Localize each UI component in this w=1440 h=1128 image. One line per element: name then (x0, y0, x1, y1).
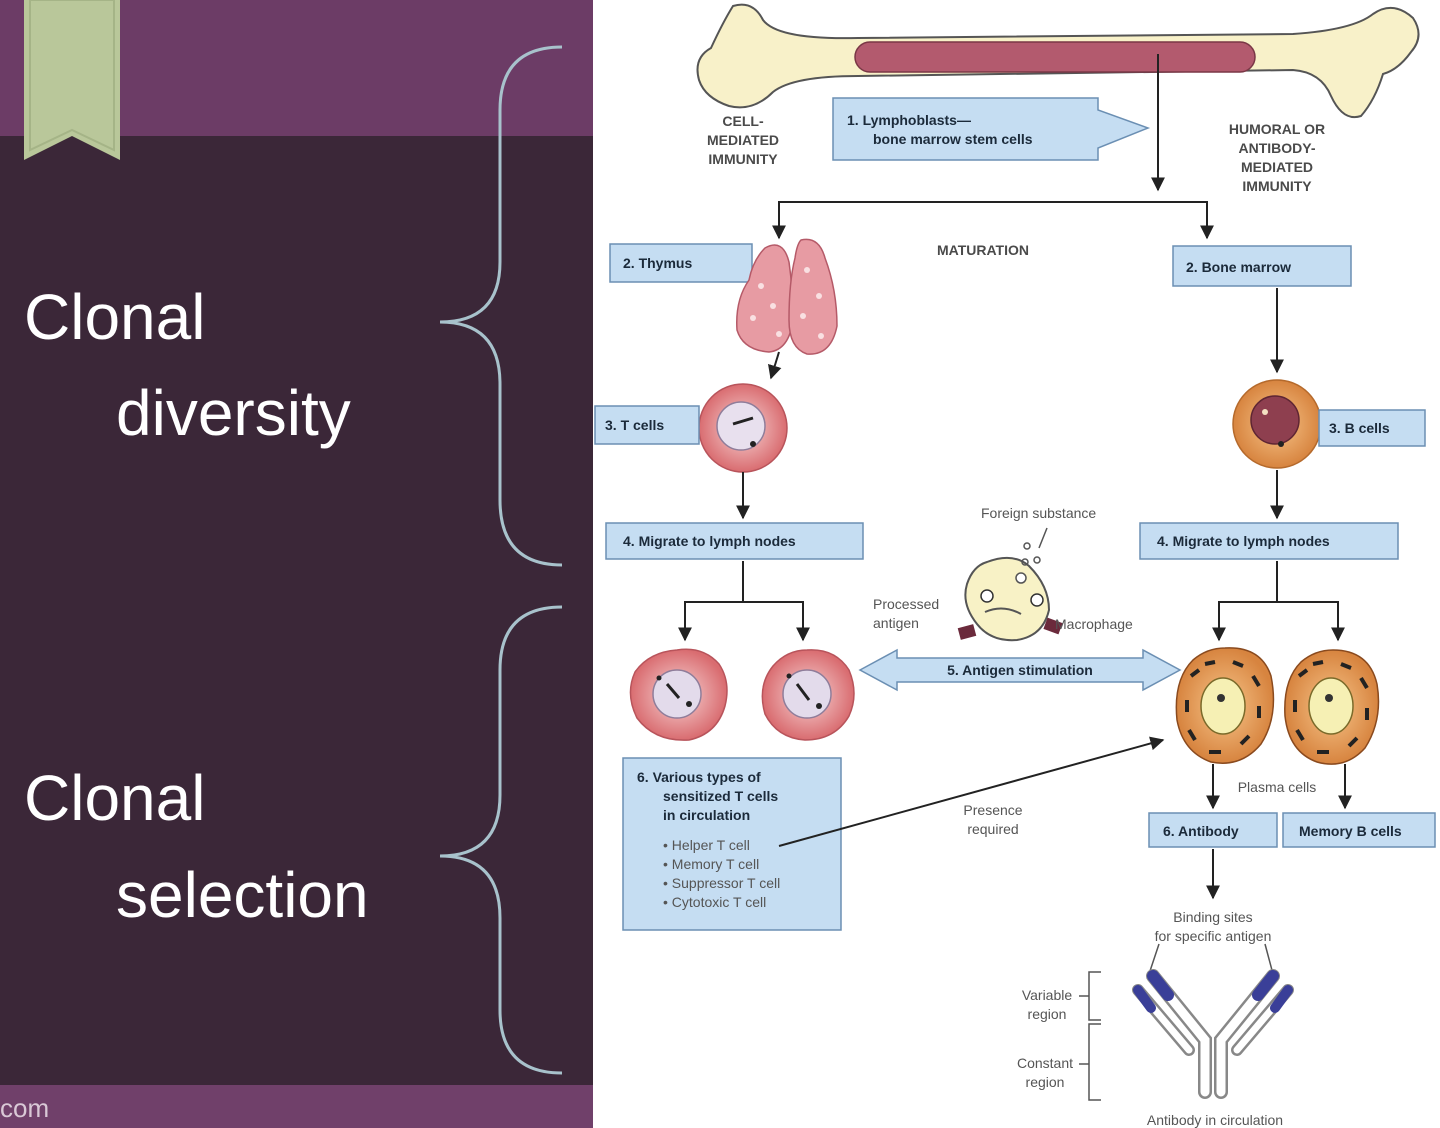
sensitized-t-cell-icon-2 (761, 649, 855, 741)
antigen-stimulation-arrow: 5. Antigen stimulation (858, 648, 1182, 692)
t-type-helper: • Helper T cell (663, 837, 750, 853)
humoral-immunity-label: HUMORAL OR ANTIBODY- MEDIATED IMMUNITY (1229, 121, 1325, 194)
antibody-molecule-icon (1132, 969, 1294, 1099)
bookmark-ribbon-icon (24, 0, 120, 160)
variable-region-line-2: region (1028, 1006, 1067, 1022)
variable-region-bracket (1088, 971, 1101, 1021)
t-type-memory: • Memory T cell (663, 856, 759, 872)
t-type-cytotoxic: • Cytotoxic T cell (663, 894, 766, 910)
humoral-line-2: ANTIBODY- (1239, 140, 1316, 156)
t-type-suppressor: • Suppressor T cell (663, 875, 780, 891)
binding-pointer-right (1264, 943, 1274, 975)
constant-region-line-2: region (1026, 1074, 1065, 1090)
antibody-in-circulation-label: Antibody in circulation (1147, 1112, 1283, 1128)
maturation-split-line (778, 201, 1208, 236)
left-split-line-a (684, 561, 744, 636)
slide-bottom-band (0, 1085, 593, 1128)
constant-region-bracket (1088, 1023, 1101, 1101)
presence-required-line-2: required (967, 821, 1018, 837)
processed-antigen-line-2: antigen (873, 615, 919, 631)
antigen-stimulation-label: 5. Antigen stimulation (947, 662, 1093, 678)
thymus-label: 2. Thymus (623, 255, 692, 271)
constant-region-line-1: Constant (1017, 1055, 1073, 1071)
foreign-substance-pointer (1038, 527, 1048, 549)
binding-pointer-left (1148, 943, 1160, 975)
migrate-left-label: 4. Migrate to lymph nodes (623, 533, 796, 549)
memory-b-cells-box: Memory B cells (1282, 812, 1436, 848)
t-types-title-2: sensitized T cells (663, 788, 778, 804)
binding-sites-line-1: Binding sites (1173, 909, 1252, 925)
humoral-line-1: HUMORAL OR (1229, 121, 1325, 137)
humoral-line-3: MEDIATED (1241, 159, 1313, 175)
cell-mediated-line-2: MEDIATED (707, 132, 779, 148)
clonal-selection-word-2: selection (116, 859, 369, 931)
lymphocyte-diagram: CELL- MEDIATED IMMUNITY HUMORAL OR ANTIB… (594, 3, 1436, 1128)
step-1-line-1: 1. Lymphoblasts— (847, 112, 971, 128)
slide-panel: Clonal diversity Clonal selection com (0, 0, 593, 1128)
t-cell-icon (698, 383, 788, 473)
t-cells-box: 3. T cells (594, 405, 700, 445)
processed-antigen-line-1: Processed (873, 596, 939, 612)
memory-b-cells-label: Memory B cells (1299, 823, 1402, 839)
t-types-title-1: 6. Various types of (637, 769, 761, 785)
cell-mediated-line-1: CELL- (722, 113, 764, 129)
foreign-substance-label: Foreign substance (981, 505, 1096, 521)
antibody-label: 6. Antibody (1163, 823, 1239, 839)
clonal-selection-word-1: Clonal (24, 762, 206, 834)
presence-required-line-1: Presence (963, 802, 1022, 818)
macrophage-icon (957, 542, 1063, 642)
humoral-line-4: IMMUNITY (1242, 178, 1312, 194)
footer-url-text: com (0, 1093, 50, 1123)
migrate-left-box: 4. Migrate to lymph nodes (605, 522, 864, 560)
t-cells-label: 3. T cells (605, 417, 664, 433)
curly-braces (439, 45, 563, 1075)
binding-sites-line-2: for specific antigen (1155, 928, 1272, 944)
b-cell-icon (1232, 379, 1322, 469)
clonal-diversity-word-2: diversity (116, 377, 351, 449)
bone-marrow-label: 2. Bone marrow (1186, 259, 1291, 275)
presence-required-arrow (778, 736, 1165, 847)
bone-marrow-box: 2. Bone marrow (1172, 245, 1352, 287)
clonal-diversity-word-1: Clonal (24, 281, 206, 353)
cell-mediated-immunity-label: CELL- MEDIATED IMMUNITY (707, 113, 779, 167)
t-types-title-3: in circulation (663, 807, 750, 823)
left-split-line-b (743, 601, 804, 636)
thymus-to-tcell-arrow (768, 351, 782, 380)
thymus-box: 2. Thymus (609, 243, 753, 283)
b-cells-box: 3. B cells (1318, 409, 1426, 447)
sensitized-t-cell-icon-1 (629, 648, 728, 741)
antibody-box: 6. Antibody (1148, 812, 1278, 848)
step-1-line-2: bone marrow stem cells (873, 131, 1033, 147)
t-cell-types-box: 6. Various types of sensitized T cells i… (622, 757, 842, 931)
bone-icon (696, 3, 1420, 118)
right-split-line-b (1277, 601, 1339, 636)
macrophage-label: Macrophage (1055, 616, 1133, 632)
migrate-right-label: 4. Migrate to lymph nodes (1157, 533, 1330, 549)
thymus-organ-icon (736, 238, 838, 355)
right-split-line-a (1218, 561, 1278, 636)
plasma-cell-icon-1 (1175, 647, 1275, 764)
b-cells-label: 3. B cells (1329, 420, 1390, 436)
plasma-cells-label: Plasma cells (1238, 779, 1317, 795)
variable-region-line-1: Variable (1022, 987, 1073, 1003)
step-1-lymphoblasts-box: 1. Lymphoblasts— bone marrow stem cells (832, 97, 1151, 161)
cell-mediated-line-3: IMMUNITY (708, 151, 778, 167)
migrate-right-box: 4. Migrate to lymph nodes (1139, 522, 1399, 560)
plasma-cell-icon-2 (1284, 649, 1380, 765)
maturation-label: MATURATION (937, 242, 1029, 258)
